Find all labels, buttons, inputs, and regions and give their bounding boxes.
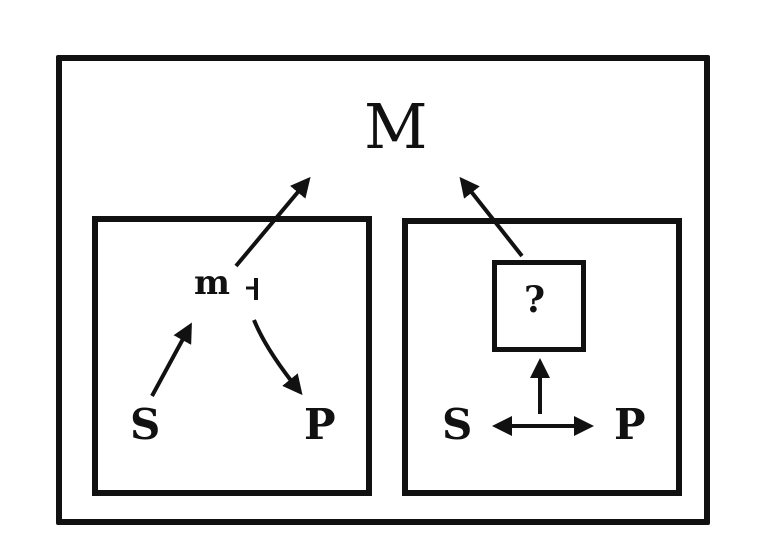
- left-subject-label: S: [130, 400, 161, 449]
- left-predicate-label: P: [304, 400, 336, 449]
- top-label-m: M: [364, 90, 428, 163]
- right-predicate-label: P: [614, 400, 646, 449]
- question-box: [492, 260, 586, 352]
- arrow-s-to-m: [150, 322, 192, 397]
- outer-frame: [56, 55, 710, 525]
- question-mark-label: ?: [524, 279, 546, 321]
- arrow-box-to-top: [459, 176, 524, 258]
- arrow-m-to-p: [252, 319, 303, 396]
- middle-term-label: m: [194, 263, 230, 303]
- arrow-m-to-top: [234, 176, 311, 268]
- right-panel: [402, 218, 682, 496]
- right-subject-label: S: [442, 400, 473, 449]
- left-panel: [92, 216, 372, 496]
